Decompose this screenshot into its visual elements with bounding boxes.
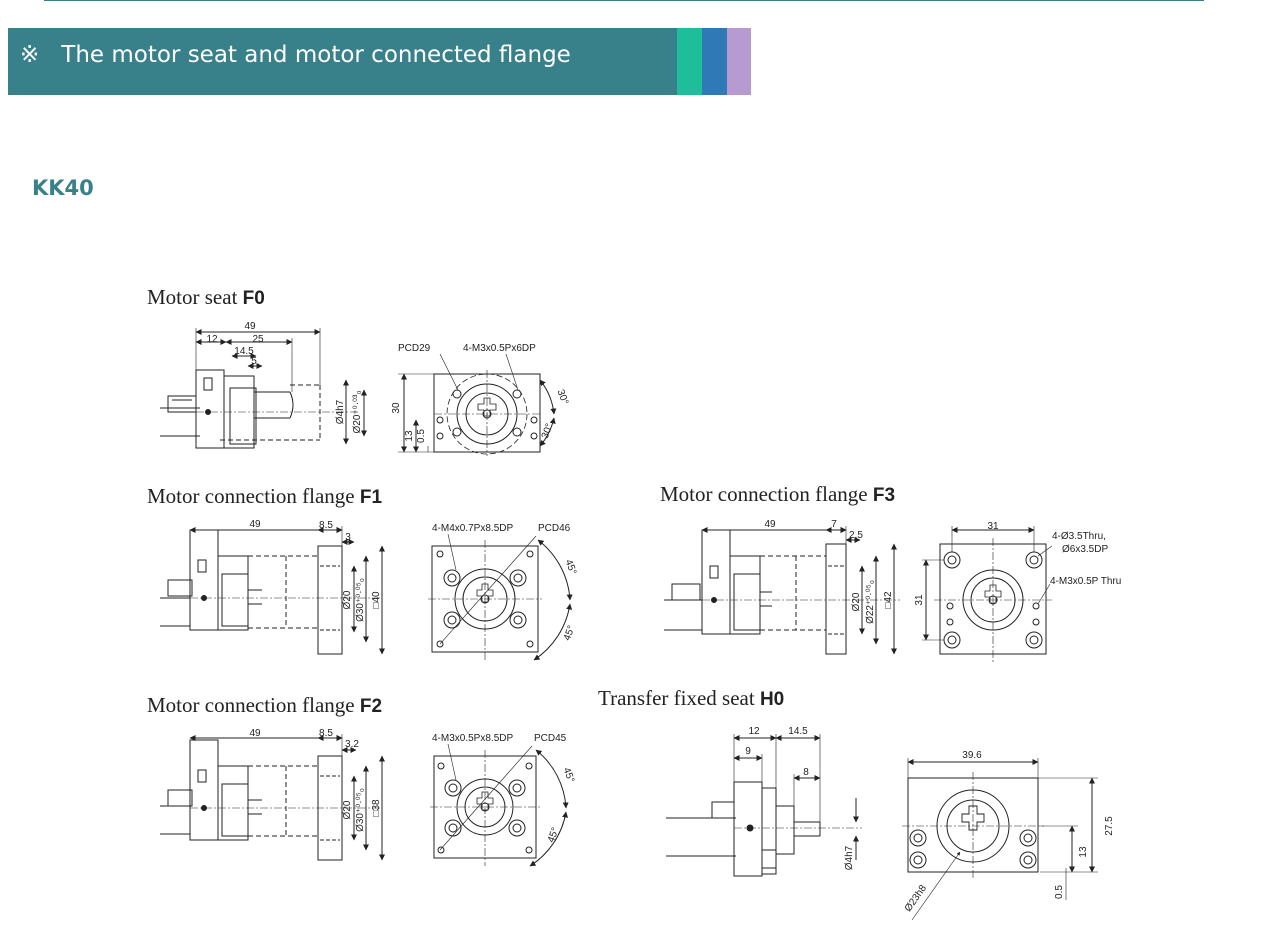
dimension-label: 30° xyxy=(555,388,571,406)
dimension-label: 8.5 xyxy=(319,728,333,739)
caption-f1: Motor connection flange F1 xyxy=(147,484,383,508)
banner-stripe-lavender xyxy=(727,28,751,95)
dimension-label: 12 xyxy=(748,726,760,737)
dimension-label: 4-Ø3.5Thru, xyxy=(1052,531,1106,542)
dimension-label: Ø20 xyxy=(342,800,353,819)
drawing-f1-side xyxy=(160,526,385,655)
drawing-f1-front xyxy=(428,533,573,661)
dimension-label: 25 xyxy=(252,334,264,345)
dimension-label: 5 xyxy=(251,356,257,367)
dimension-label: 30° xyxy=(540,422,556,440)
dimension-label: Ø30⁺⁰·⁰⁵₀ xyxy=(355,578,366,622)
dimension-label: 13 xyxy=(1078,846,1089,858)
dimension-label: 4-M3x0.5P Thru xyxy=(1050,576,1121,587)
drawing-h0-front xyxy=(902,758,1098,921)
dimension-label: 8.5 xyxy=(319,520,333,531)
dimension-label: Ø20⁺⁰·⁰³₀ xyxy=(352,390,363,433)
dimension-label: □38 xyxy=(371,799,382,817)
drawing-f2-side xyxy=(160,734,385,861)
dimension-label: 49 xyxy=(764,519,776,530)
dimension-label: 49 xyxy=(244,321,256,332)
dimension-label: 31 xyxy=(914,594,925,606)
dimension-label: 14.5 xyxy=(788,726,808,737)
dimension-label: 4-M3x0.5Px6DP xyxy=(463,343,536,354)
dimension-label: 45° xyxy=(561,766,577,784)
model-title: KK40 xyxy=(32,176,94,200)
dimension-label: 0.5 xyxy=(416,429,427,443)
dimension-label: 9 xyxy=(745,746,751,757)
dimension-label: 3.2 xyxy=(345,739,359,750)
dimension-label: 3 xyxy=(345,532,351,543)
drawing-f0-side xyxy=(160,328,367,449)
dimension-label: 2.5 xyxy=(849,530,863,541)
caption-h0: Transfer fixed seat H0 xyxy=(598,686,785,710)
caption-f0: Motor seat F0 xyxy=(147,285,265,309)
dimension-label: 45° xyxy=(563,558,579,576)
dimension-label: 7 xyxy=(831,519,837,530)
reference-mark-icon: ※ xyxy=(20,42,40,68)
top-rule xyxy=(44,0,1204,1)
banner-title: ※The motor seat and motor connected flan… xyxy=(20,42,571,68)
dimension-label: 49 xyxy=(249,728,261,739)
dimension-label: □42 xyxy=(883,591,894,609)
dimension-label: Ø4h7 xyxy=(335,399,346,424)
drawing-f0-front xyxy=(398,353,557,456)
dimension-label: 4-M3x0.5Px8.5DP xyxy=(432,733,513,744)
drawing-f3-front xyxy=(922,526,1053,662)
dimension-label: 31 xyxy=(987,521,999,532)
dimension-label: 39.6 xyxy=(962,750,982,761)
dimension-label: 45° xyxy=(546,826,562,844)
dimension-label: 49 xyxy=(249,519,261,530)
dimension-label: 14.5 xyxy=(234,346,254,357)
drawing-f3-side xyxy=(664,526,900,655)
dimension-label: Ø30⁺⁰·⁰⁵₀ xyxy=(355,788,366,832)
section-banner: ※The motor seat and motor connected flan… xyxy=(8,28,751,95)
dimension-label: PCD45 xyxy=(534,733,567,744)
dimension-label: Ø22⁺⁰·⁰⁵₀ xyxy=(865,580,876,624)
dimension-label: Ø20 xyxy=(851,592,862,611)
dimension-label: Ø23h8 xyxy=(903,883,929,914)
banner-stripe-teal xyxy=(677,28,702,95)
dimension-label: PCD46 xyxy=(538,523,571,534)
banner-stripe-blue xyxy=(702,28,727,95)
dimension-label: 12 xyxy=(206,334,218,345)
dimension-label: 45° xyxy=(562,624,578,642)
dimension-label: Ø20 xyxy=(342,590,353,609)
drawing-f2-front xyxy=(430,743,569,867)
dimension-label: □40 xyxy=(371,591,382,609)
dimension-label: Ø4h7 xyxy=(844,845,855,870)
dimension-label: 4-M4x0.7Px8.5DP xyxy=(432,523,513,534)
dimension-label: 27.5 xyxy=(1104,816,1115,836)
dimension-label: PCD29 xyxy=(398,343,431,354)
dimension-label: 30 xyxy=(391,402,402,414)
dimension-label: 0.5 xyxy=(1054,885,1065,899)
drawing-h0-side xyxy=(666,734,862,877)
dimension-label: 13 xyxy=(404,430,415,442)
dimension-label: Ø6x3.5DP xyxy=(1062,544,1108,555)
caption-f2: Motor connection flange F2 xyxy=(147,693,383,717)
dimension-label: 8 xyxy=(803,767,809,778)
caption-f3: Motor connection flange F3 xyxy=(660,482,896,506)
